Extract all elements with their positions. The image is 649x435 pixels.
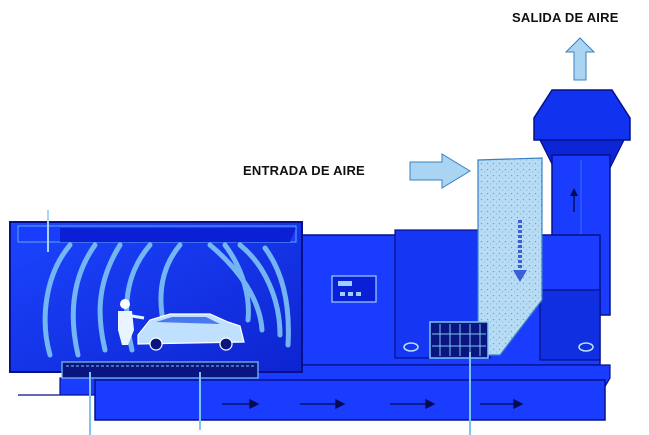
air-inlet-label: ENTRADA DE AIRE [243, 163, 365, 178]
air-outlet-arrow [564, 37, 596, 81]
car-silhouette [137, 313, 245, 351]
control-panel [331, 275, 377, 303]
floor-pit [61, 361, 259, 379]
heater-grille [429, 321, 489, 359]
air-inlet-arrow [409, 153, 471, 189]
support-legs [89, 352, 471, 435]
air-outlet-label: SALIDA DE AIRE [512, 10, 619, 25]
intake-filter-duct [477, 157, 543, 356]
operator-figure [118, 299, 145, 345]
booth-airflow-lines [42, 242, 291, 358]
return-air-duct [18, 364, 611, 421]
